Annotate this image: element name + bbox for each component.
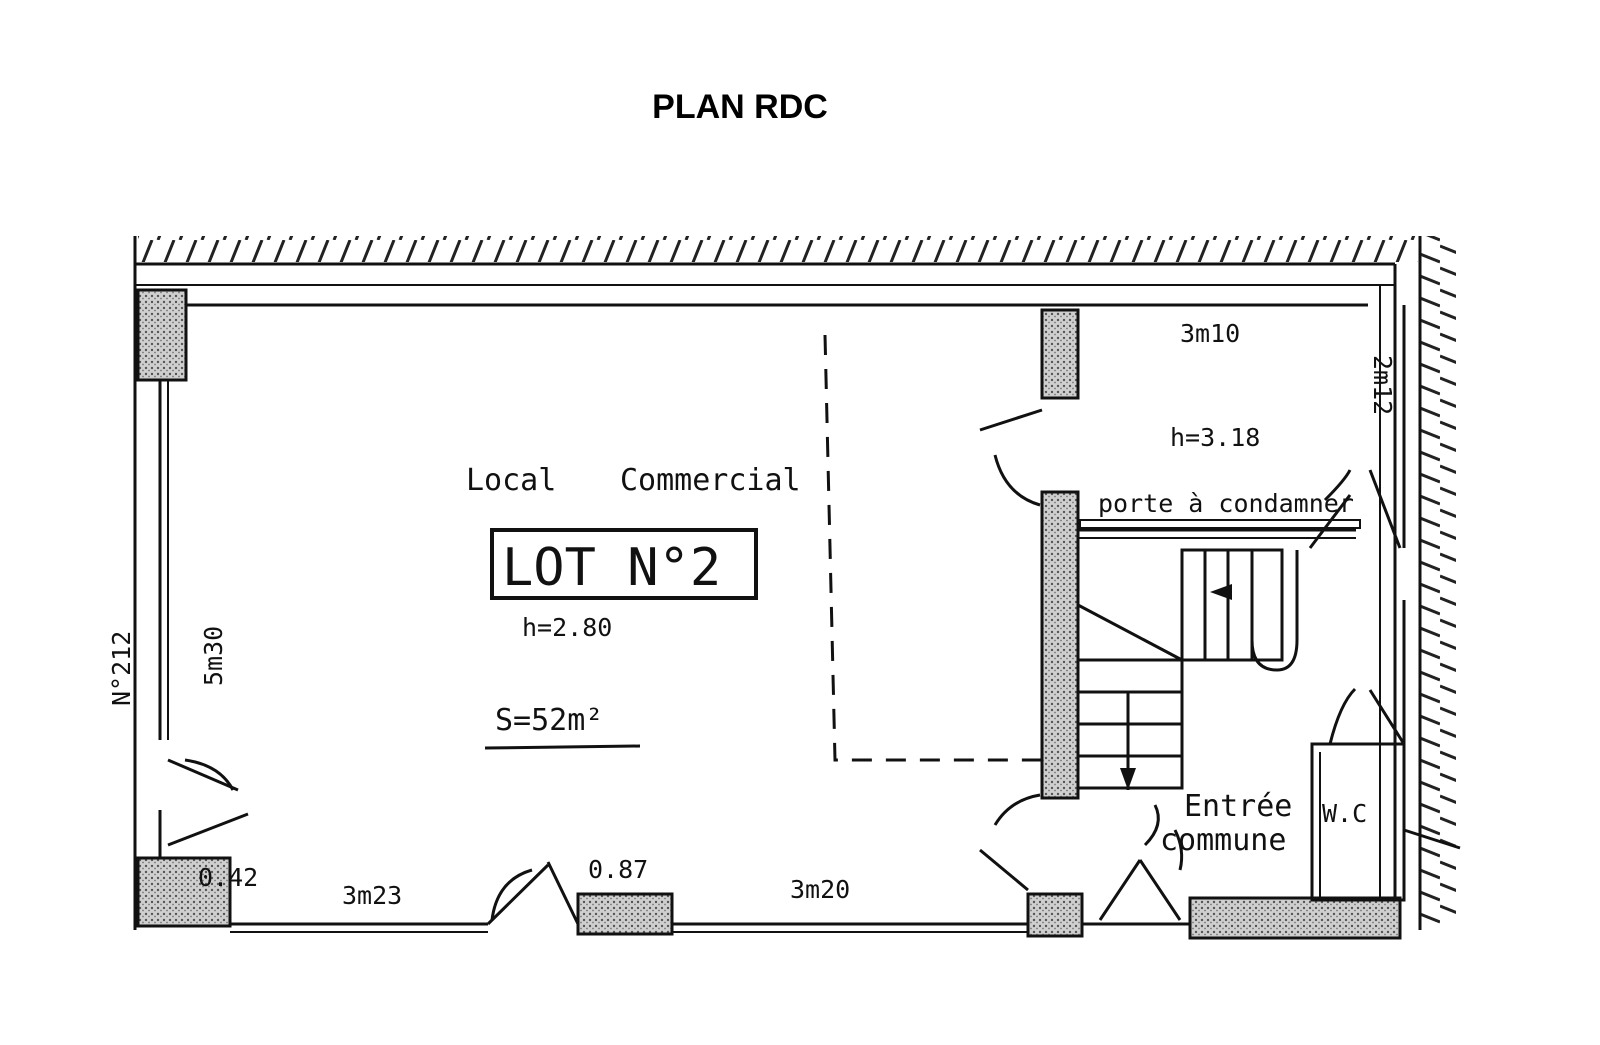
height-main: h=2.80: [522, 613, 612, 642]
dim-bottom-d: 3m20: [790, 875, 850, 904]
partition-wall-upper: [1040, 308, 1080, 400]
plan-title: PLAN RDC: [652, 88, 828, 126]
wc-room: [1310, 742, 1406, 902]
neighbor-number: N°212: [107, 631, 136, 706]
pillar-bottom-right-a: [1026, 892, 1084, 938]
door-note: porte à condamner: [1098, 489, 1354, 518]
pillar-bottom-mid: [576, 892, 674, 936]
lot-label-frame: [490, 528, 758, 600]
top-hatch-wall: [138, 236, 1418, 262]
local-label: Local: [466, 463, 556, 498]
surface-label: S=52m²: [495, 703, 603, 738]
door-swings: [167, 408, 1461, 926]
surface-underline: [484, 744, 641, 750]
entree-line1: Entrée: [1184, 789, 1292, 824]
dim-bottom-a: 0.42: [198, 863, 258, 892]
dim-left-wall: 5m30: [199, 626, 228, 686]
pillar-bottom-left: [136, 856, 232, 928]
dim-bottom-b: 3m23: [342, 881, 402, 910]
dim-bottom-c: 0.87: [588, 855, 648, 884]
height-annex: h=3.18: [1170, 423, 1260, 452]
pillar-bottom-right-b: [1188, 896, 1402, 940]
staircase: [1076, 548, 1299, 790]
partition-wall-lower: [1040, 490, 1080, 800]
dim-right-wall: 2m12: [1368, 355, 1397, 415]
stair-arrow-left: [1210, 584, 1232, 600]
dim-top-right: 3m10: [1180, 319, 1240, 348]
pillar-top-left: [136, 288, 188, 382]
right-hatch-wall: [1420, 236, 1456, 926]
entree-line2: commune: [1160, 823, 1286, 858]
stair-arrow-down: [1120, 768, 1136, 790]
commercial-label: Commercial: [620, 463, 801, 498]
lot-label: LOT N°2: [502, 538, 721, 598]
dashed-zone: [823, 334, 1042, 762]
wc-label: W.C: [1322, 799, 1367, 828]
blocked-door: [1079, 519, 1361, 529]
